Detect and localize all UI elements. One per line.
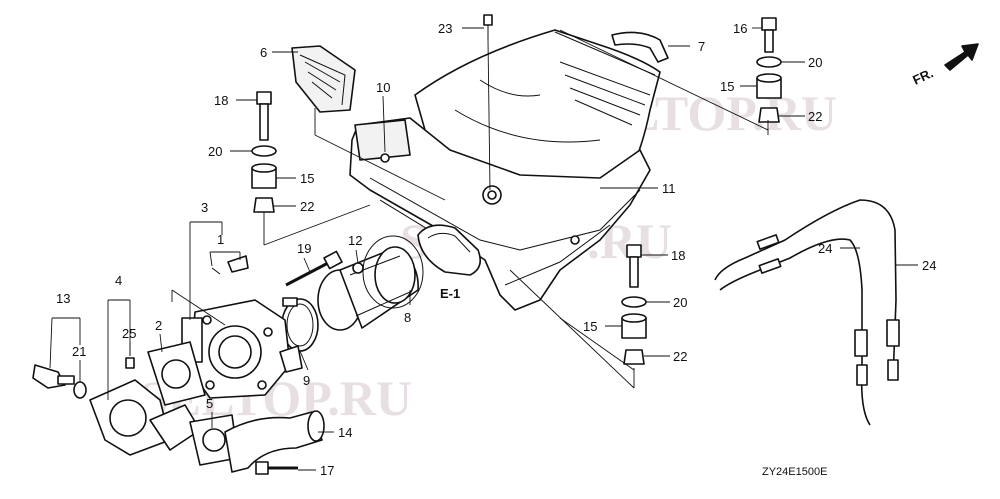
callout-23: 23: [438, 21, 452, 36]
callout-8: 8: [404, 310, 411, 325]
bolt-19: [285, 250, 343, 287]
gasket-5: [189, 414, 239, 466]
diagram-code: ZY24E1500E: [762, 466, 827, 478]
callout-21: 21: [72, 344, 86, 359]
mount-stack-top-right: [756, 17, 782, 123]
callout-22-top-right: 22: [808, 109, 822, 124]
filter-element: [291, 45, 356, 113]
callout-24-right: 24: [922, 258, 936, 273]
callout-18-left: 18: [214, 93, 228, 108]
callout-22-left: 22: [300, 199, 314, 214]
callout-13: 13: [56, 291, 70, 306]
callouts: 23 6 7 10 11 16 20 15 22 18 20 15 22 3 1…: [56, 21, 936, 478]
callout-25: 25: [122, 326, 136, 341]
sensor-13: [32, 364, 75, 389]
fr-label: FR.: [910, 65, 935, 87]
mount-stack-left: [251, 91, 277, 213]
intake-joint: [317, 235, 424, 331]
callout-7: 7: [698, 39, 705, 54]
callout-12: 12: [348, 233, 362, 248]
callout-16: 16: [733, 21, 747, 36]
callout-14: 14: [338, 425, 352, 440]
callout-11: 11: [662, 181, 676, 196]
callout-15-top-right: 15: [720, 79, 734, 94]
leader-lines: [49, 27, 918, 471]
screw-23: [483, 14, 493, 40]
callout-10: 10: [376, 80, 390, 95]
callout-4: 4: [115, 273, 122, 288]
hose: [611, 31, 669, 63]
callout-2: 2: [155, 318, 162, 333]
o-ring-21: [73, 381, 87, 399]
callout-22-right: 22: [673, 349, 687, 364]
callout-20-top-right: 20: [808, 55, 822, 70]
sensor-parts: [211, 255, 249, 275]
gasket-2: [147, 341, 206, 406]
callout-20-right: 20: [673, 295, 687, 310]
mount-stack-bottom-right: [621, 244, 647, 365]
callout-20-left: 20: [208, 144, 222, 159]
callout-15-left: 15: [300, 171, 314, 186]
throttle-body: [181, 299, 303, 399]
band-clamp: [281, 297, 319, 352]
reference-e1: E-1: [440, 286, 460, 301]
callout-1: 1: [217, 232, 224, 247]
air-cleaner-case: [349, 117, 651, 311]
insulator: [89, 379, 201, 456]
callout-9: 9: [303, 373, 310, 388]
callout-19: 19: [297, 241, 311, 256]
elbow-joint: [224, 410, 325, 473]
callout-5: 5: [206, 396, 213, 411]
bolt-17: [255, 461, 298, 475]
callout-3: 3: [201, 200, 208, 215]
part-25: [125, 357, 135, 369]
front-direction-arrow: FR.: [910, 43, 979, 88]
callout-15-right: 15: [583, 319, 597, 334]
callout-6: 6: [260, 45, 267, 60]
callout-24-left: 24: [818, 241, 832, 256]
case-filter-window: [417, 224, 481, 276]
callout-17: 17: [320, 463, 334, 478]
cables: [714, 199, 900, 426]
callout-18-right: 18: [671, 248, 685, 263]
